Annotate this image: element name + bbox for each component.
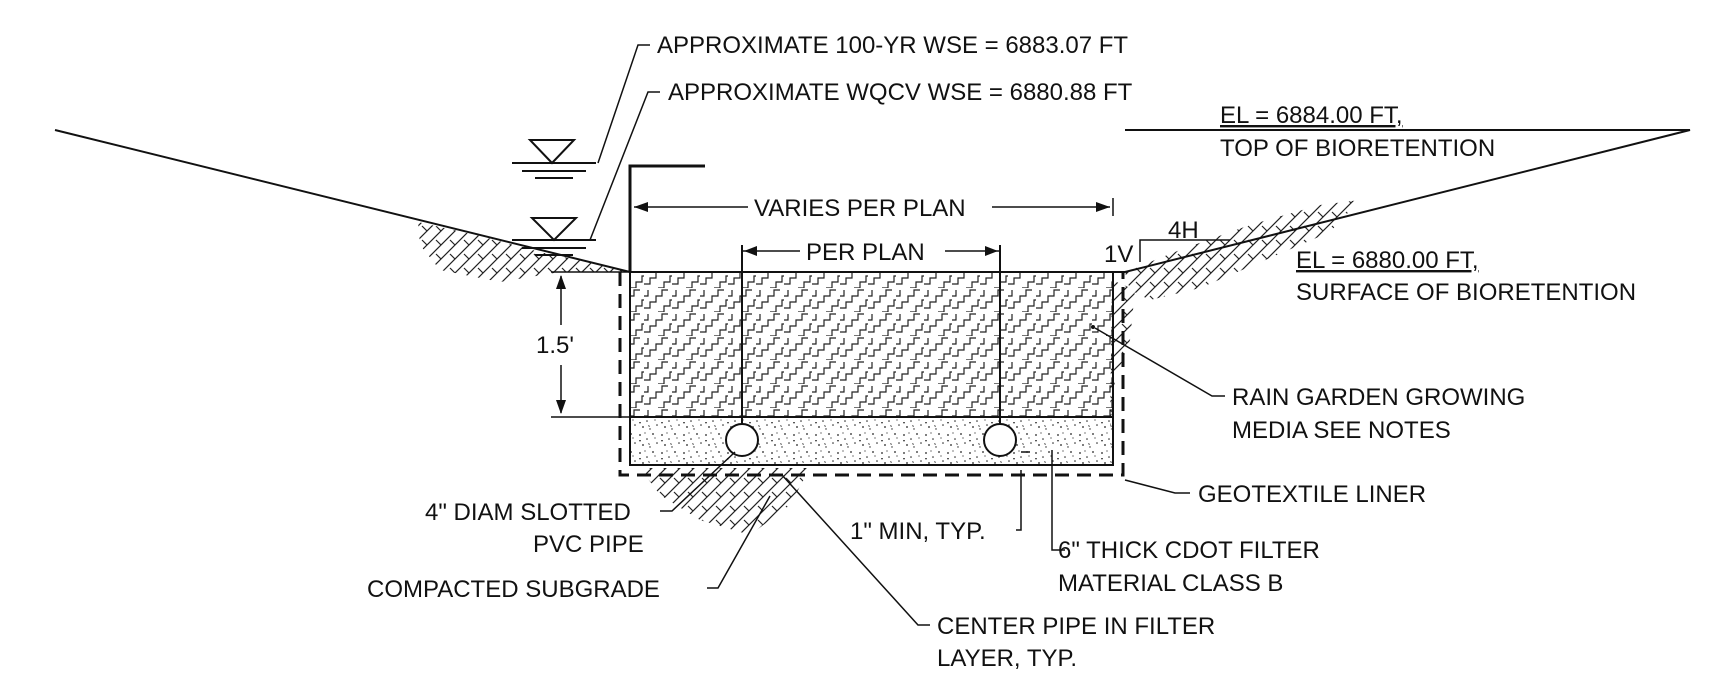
soil-hatching bbox=[418, 200, 1360, 535]
label-center-pipe-line1: CENTER PIPE IN FILTER bbox=[937, 613, 1215, 640]
dimension-per-plan bbox=[742, 246, 1000, 256]
label-depth: 1.5' bbox=[536, 332, 574, 359]
label-growing-media-line2: MEDIA SEE NOTES bbox=[1232, 417, 1451, 444]
label-el-top-line2: TOP OF BIORETENTION bbox=[1220, 135, 1495, 162]
ground-profile bbox=[54, 129, 1691, 273]
label-el-surface-line1: EL = 6880.00 FT, bbox=[1296, 247, 1479, 274]
label-slope-v: 1V bbox=[1104, 241, 1133, 268]
label-slope-h: 4H bbox=[1168, 217, 1199, 244]
growing-media-layer bbox=[629, 271, 1114, 418]
label-varies-per-plan: VARIES PER PLAN bbox=[754, 195, 966, 222]
leader-wqcv bbox=[589, 91, 660, 241]
top-wall-marker bbox=[628, 164, 705, 272]
label-filter-line1: 6" THICK CDOT FILTER bbox=[1058, 537, 1320, 564]
label-geotextile: GEOTEXTILE LINER bbox=[1198, 481, 1426, 508]
dimension-varies-per-plan bbox=[634, 198, 1114, 216]
geotextile-liner bbox=[618, 272, 1125, 477]
label-growing-media-line1: RAIN GARDEN GROWING bbox=[1232, 384, 1525, 411]
dimension-depth bbox=[551, 271, 630, 418]
water-surface-symbols bbox=[512, 139, 596, 256]
slope-indicator bbox=[1139, 239, 1230, 262]
pvc-pipe-right bbox=[983, 423, 1017, 457]
leader-lines bbox=[660, 325, 1225, 626]
label-el-surface-line2: SURFACE OF BIORETENTION bbox=[1296, 279, 1636, 306]
label-center-pipe-line2: LAYER, TYP. bbox=[937, 645, 1077, 672]
filter-material-layer bbox=[629, 416, 1114, 466]
pvc-pipes bbox=[725, 245, 1017, 457]
label-el-top-line1: EL = 6884.00 FT, bbox=[1220, 102, 1403, 129]
label-pipe-line1: 4" DIAM SLOTTED bbox=[425, 499, 631, 526]
pvc-pipe-left bbox=[725, 423, 759, 457]
label-per-plan: PER PLAN bbox=[806, 239, 925, 266]
label-subgrade: COMPACTED SUBGRADE bbox=[367, 576, 660, 603]
label-wse-100yr: APPROXIMATE 100-YR WSE = 6883.07 FT bbox=[657, 32, 1128, 59]
leader-100yr bbox=[597, 44, 650, 164]
label-pipe-line2: PVC PIPE bbox=[533, 531, 644, 558]
label-wse-wqcv: APPROXIMATE WQCV WSE = 6880.88 FT bbox=[668, 79, 1133, 106]
label-min-typ: 1" MIN, TYP. bbox=[850, 518, 986, 545]
label-filter-line2: MATERIAL CLASS B bbox=[1058, 570, 1283, 597]
